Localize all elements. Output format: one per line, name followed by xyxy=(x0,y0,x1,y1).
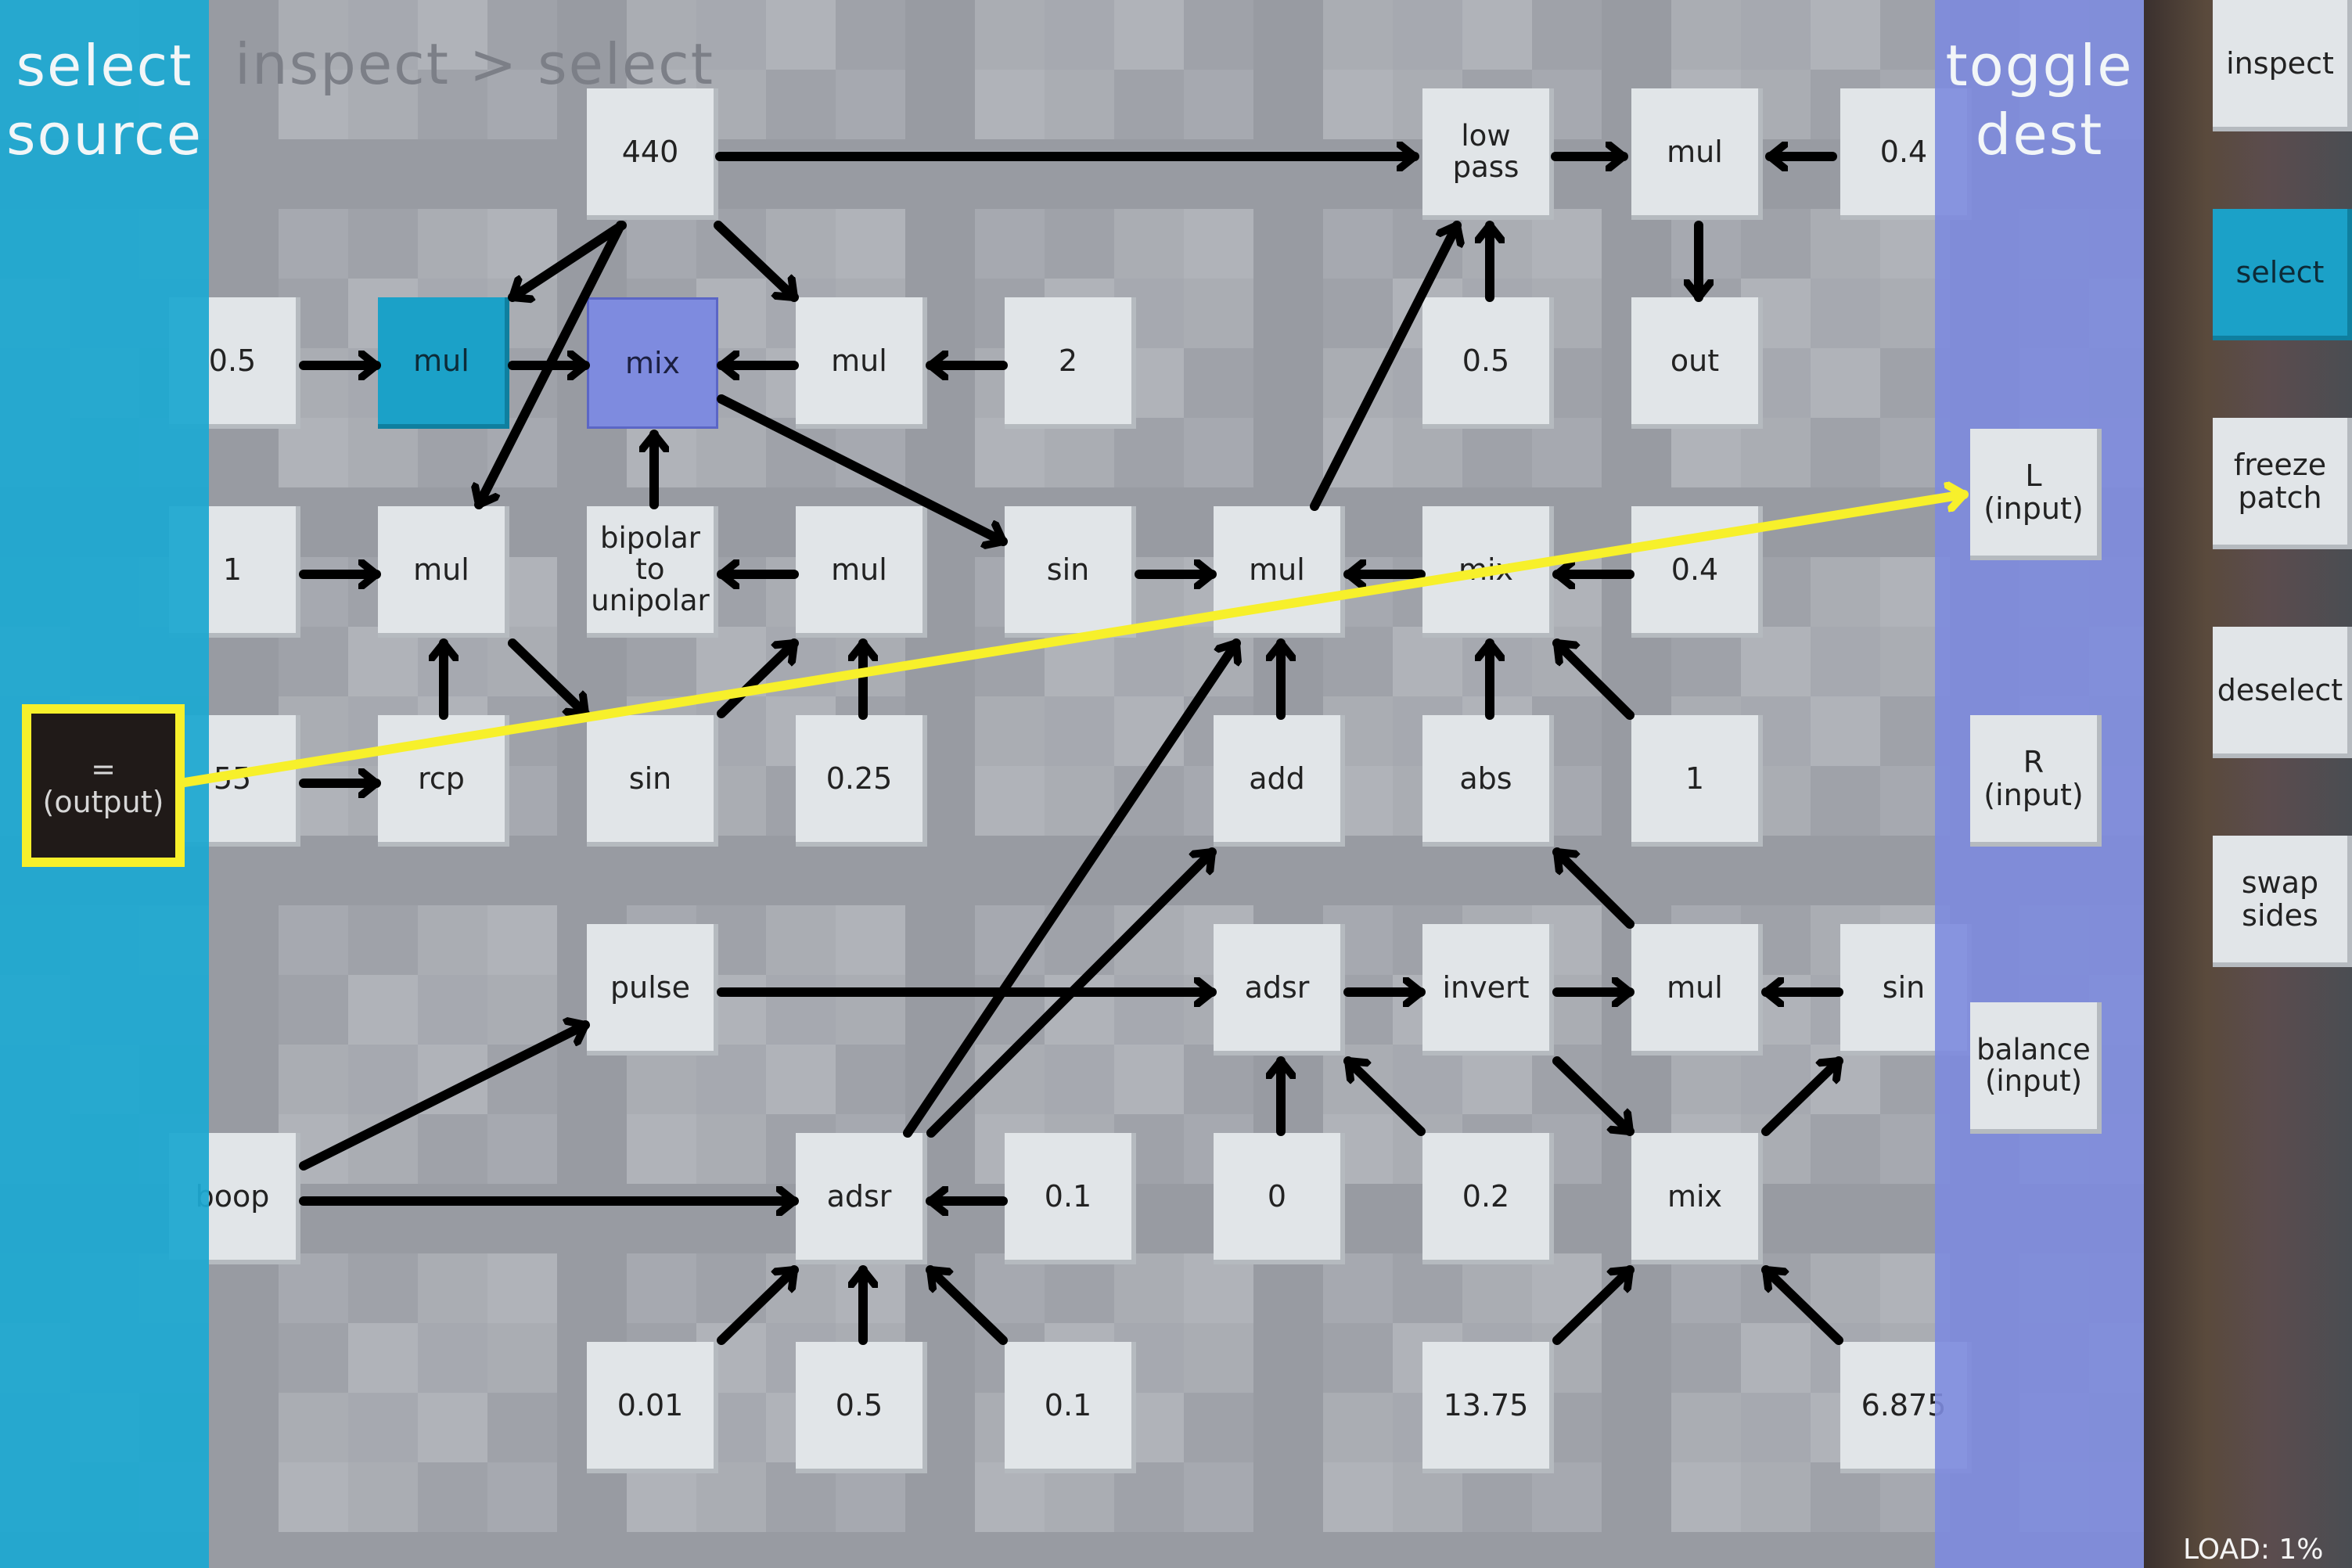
node-out[interactable]: out xyxy=(1631,297,1763,429)
node-sin-a[interactable]: sin xyxy=(1005,506,1136,638)
node-bipolar-to-unipolar[interactable]: bipolar to unipolar xyxy=(587,506,718,638)
node-const-2[interactable]: 2 xyxy=(1005,297,1136,429)
node-mix-b[interactable]: mix xyxy=(1422,506,1554,638)
node-const-0.2[interactable]: 0.2 xyxy=(1422,1133,1554,1264)
node-mul-selected-source[interactable]: mul xyxy=(378,297,509,429)
node-440[interactable]: 440 xyxy=(587,88,718,220)
node-mul-top[interactable]: mul xyxy=(1631,88,1763,220)
node-abs[interactable]: abs xyxy=(1422,715,1554,847)
node-rcp[interactable]: rcp xyxy=(378,715,509,847)
node-const-0.4-b[interactable]: 0.4 xyxy=(1631,506,1763,638)
node-const-0.5-c[interactable]: 0.5 xyxy=(796,1342,927,1473)
breadcrumb: inspect > select xyxy=(235,31,714,97)
dest-R-input[interactable]: R (input) xyxy=(1970,715,2102,847)
node-mul-e[interactable]: mul xyxy=(1214,506,1345,638)
node-add[interactable]: add xyxy=(1214,715,1345,847)
toggle-dest-title: toggle dest xyxy=(1945,33,2134,167)
node-adsr-b[interactable]: adsr xyxy=(796,1133,927,1264)
dest-L-input[interactable]: L (input) xyxy=(1970,429,2102,560)
freeze-patch-button[interactable]: freeze patch xyxy=(2213,418,2352,549)
node-const-13.75[interactable]: 13.75 xyxy=(1422,1342,1554,1473)
node-sin-b[interactable]: sin xyxy=(587,715,718,847)
select-button[interactable]: select xyxy=(2213,209,2352,340)
node-mul-f[interactable]: mul xyxy=(1631,924,1763,1056)
node-const-0.1-b[interactable]: 0.1 xyxy=(1005,1342,1136,1473)
inspect-button[interactable]: inspect xyxy=(2213,0,2352,131)
node-const-0.5-b[interactable]: 0.5 xyxy=(1422,297,1554,429)
node-mul-c[interactable]: mul xyxy=(378,506,509,638)
node-const-0.01[interactable]: 0.01 xyxy=(587,1342,718,1473)
node-invert[interactable]: invert xyxy=(1422,924,1554,1056)
node-const-0[interactable]: 0 xyxy=(1214,1133,1345,1264)
select-source-title: select source xyxy=(5,33,203,167)
node-const-0.25[interactable]: 0.25 xyxy=(796,715,927,847)
swap-sides-button[interactable]: swap sides xyxy=(2213,836,2352,967)
node-mix-selected-dest[interactable]: mix xyxy=(587,297,718,429)
dest-balance-input[interactable]: balance (input) xyxy=(1970,1002,2102,1134)
output-node[interactable]: = (output) xyxy=(22,704,185,867)
node-const-1-b[interactable]: 1 xyxy=(1631,715,1763,847)
node-mul-d[interactable]: mul xyxy=(796,506,927,638)
node-mix-c[interactable]: mix xyxy=(1631,1133,1763,1264)
deselect-button[interactable]: deselect xyxy=(2213,627,2352,758)
node-adsr-a[interactable]: adsr xyxy=(1214,924,1345,1056)
load-indicator: LOAD: 1% xyxy=(2183,1534,2324,1566)
node-lowpass[interactable]: low pass xyxy=(1422,88,1554,220)
node-mul-b[interactable]: mul xyxy=(796,297,927,429)
node-const-0.1-a[interactable]: 0.1 xyxy=(1005,1133,1136,1264)
node-pulse[interactable]: pulse xyxy=(587,924,718,1056)
